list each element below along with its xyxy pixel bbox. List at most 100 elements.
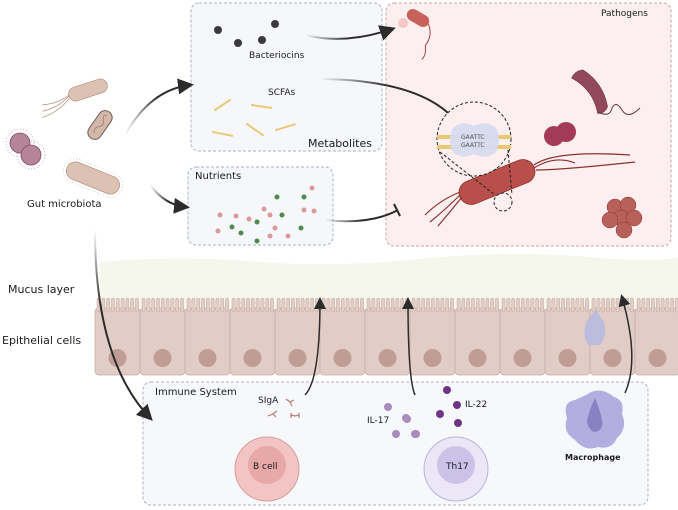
microvillus (445, 297, 450, 313)
microvillus (390, 297, 395, 313)
nutrient-dot (254, 219, 260, 225)
microvillus (286, 297, 291, 313)
microvillus (456, 297, 461, 313)
microvillus (426, 297, 430, 313)
nutrient-dot (301, 194, 307, 200)
microvillus (321, 297, 326, 313)
microvillus (265, 297, 270, 313)
microvillus (300, 297, 305, 313)
microvillus (490, 297, 495, 313)
nutrient-dot (246, 216, 252, 222)
il17-label: IL-17 (367, 416, 390, 426)
microvillus (551, 297, 556, 313)
bacteriocins-label: Bacteriocins (249, 51, 305, 61)
microvillus (651, 297, 655, 313)
mucus-layer (100, 254, 678, 310)
nutrients-panel (187, 166, 334, 246)
siga-label: SIgA (258, 396, 279, 406)
microvillus (291, 297, 295, 313)
nutrient-dot (229, 224, 235, 230)
microvillus (665, 297, 670, 313)
microvillus (191, 297, 196, 313)
microvillus (575, 297, 580, 313)
epithelial-cells-label: Epithelial cells (2, 334, 82, 347)
microvillus (281, 297, 286, 313)
microvillus (535, 297, 540, 313)
microvillus (430, 297, 435, 313)
nutrient-dot (217, 212, 223, 218)
microvillus (160, 297, 165, 313)
microvillus (540, 297, 544, 313)
microvillus (580, 297, 585, 313)
microvillus (675, 297, 678, 313)
nucleus (603, 349, 622, 367)
microvillus (231, 297, 236, 313)
nutrient-dot (267, 233, 273, 239)
microvillus (501, 297, 506, 313)
microvillus (435, 297, 440, 313)
nutrient-dot (272, 225, 278, 231)
microvillus (360, 297, 364, 313)
microvillus (421, 297, 426, 313)
microvillus (561, 297, 565, 313)
dna-cleavage-inset (436, 101, 513, 212)
microvillus (215, 297, 220, 313)
microvillus (660, 297, 665, 313)
microvillus (355, 297, 360, 313)
microvillus (130, 297, 135, 313)
microvillus (331, 297, 336, 313)
microvillus (340, 297, 345, 313)
bacteriocin-dots (214, 20, 279, 47)
microvillus (565, 297, 570, 313)
immune-system-title: Immune System (155, 387, 237, 398)
pathogens-panel (385, 2, 672, 247)
nutrient-dot (238, 230, 244, 236)
microvillus (165, 297, 170, 313)
microvillus (101, 297, 106, 313)
microvillus (466, 297, 471, 313)
epithelial-layer (94, 297, 678, 376)
nutrient-dot (254, 238, 260, 244)
b-cell-label: B cell (253, 462, 278, 472)
nucleus (558, 349, 577, 367)
microvillus (450, 297, 454, 313)
microvillus (646, 297, 651, 313)
microvillus (655, 297, 660, 313)
microvillus (276, 297, 281, 313)
microvillus (570, 297, 575, 313)
th17-label: Th17 (446, 462, 469, 472)
nutrient-dot (261, 206, 267, 212)
microvillus (210, 297, 215, 313)
microvillus (310, 297, 315, 313)
microvillus (255, 297, 260, 313)
microvillus (596, 297, 601, 313)
microvillus (556, 297, 561, 313)
microvillus (111, 297, 115, 313)
microvillus (530, 297, 535, 313)
scfa-molecules (212, 99, 297, 137)
nucleus (333, 349, 352, 367)
microvillus (495, 297, 499, 313)
microvillus (461, 297, 466, 313)
microvillus (156, 297, 160, 313)
nutrients-title: Nutrients (195, 171, 242, 182)
microvillus (315, 297, 319, 313)
microvillus (381, 297, 385, 313)
nutrient-dot (274, 194, 280, 200)
microvillus (371, 297, 376, 313)
pathogens-title: Pathogens (601, 9, 648, 19)
nutrient-dot (309, 185, 315, 191)
scfas-label: SCFAs (268, 88, 296, 98)
microvillus (411, 297, 416, 313)
microvillus (186, 297, 191, 313)
microvillus (416, 297, 421, 313)
microvillus (471, 297, 475, 313)
microvillus (120, 297, 125, 313)
microvillus (205, 297, 210, 313)
microvillus (345, 297, 350, 313)
nucleus (288, 349, 307, 367)
microvillus (480, 297, 485, 313)
dna-seq-top: GAATTC (461, 134, 485, 141)
nucleus (513, 349, 532, 367)
